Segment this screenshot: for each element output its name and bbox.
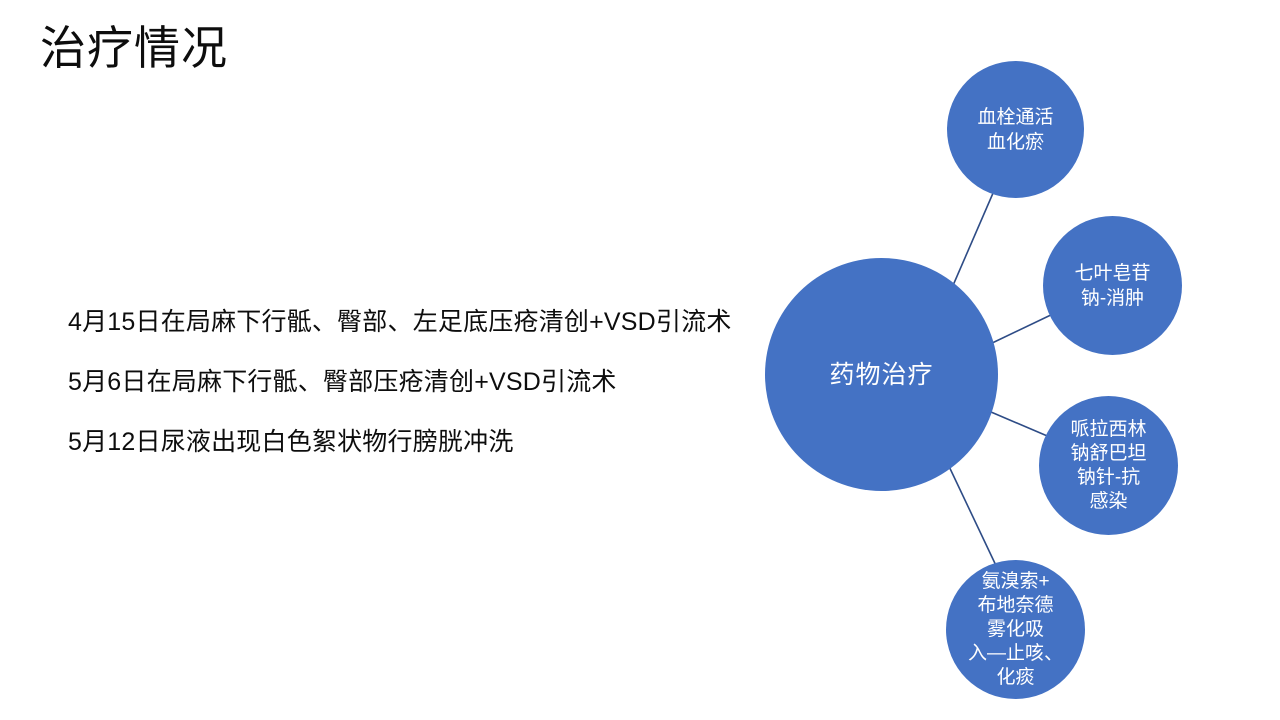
diagram-node-thrombus[interactable]: 血栓通活 血化瘀	[947, 61, 1084, 198]
connector-center-to-antibiotic	[990, 411, 1053, 439]
diagram-node-aescin[interactable]: 七叶皂苷 钠-消肿	[1043, 216, 1182, 355]
connector-center-to-thrombus	[947, 176, 1001, 298]
connector-center-to-nebulizer	[945, 459, 1001, 575]
connector-center-to-aescin	[987, 312, 1056, 346]
diagram-node-nebulizer[interactable]: 氨溴索+ 布地奈德 雾化吸 入—止咳、 化痰	[946, 560, 1085, 699]
list-item: 5月6日在局麻下行骶、臀部压疮清创+VSD引流术	[68, 368, 617, 396]
list-item: 4月15日在局麻下行骶、臀部、左足底压疮清创+VSD引流术	[68, 308, 732, 336]
diagram-node-antibiotic[interactable]: 哌拉西林 钠舒巴坦 钠针-抗 感染	[1039, 396, 1178, 535]
diagram-node-thrombus-label: 血栓通活 血化瘀	[977, 106, 1054, 153]
diagram-node-antibiotic-label: 哌拉西林 钠舒巴坦 钠针-抗 感染	[1070, 418, 1147, 512]
list-item: 5月12日尿液出现白色絮状物行膀胱冲洗	[68, 428, 514, 456]
diagram-node-center-label: 药物治疗	[829, 360, 934, 389]
diagram-node-nebulizer-label: 氨溴索+ 布地奈德 雾化吸 入—止咳、 化痰	[967, 570, 1063, 688]
diagram-node-aescin-label: 七叶皂苷 钠-消肿	[1074, 262, 1151, 309]
diagram-node-center[interactable]: 药物治疗	[765, 258, 998, 491]
treatment-notes-list: 4月15日在局麻下行骶、臀部、左足底压疮清创+VSD引流术 5月6日在局麻下行骶…	[68, 292, 808, 472]
page-title: 治疗情况	[40, 22, 228, 74]
